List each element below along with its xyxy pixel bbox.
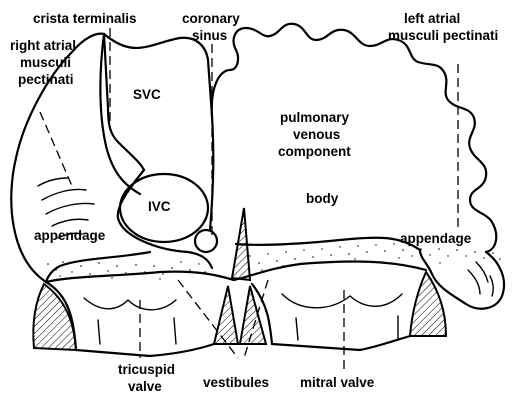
mitral-leaflet-arcs [282,294,402,340]
leader-right-atrial-mp [40,112,72,186]
label-pulmonary-line2: venous [293,127,340,142]
septal-cusp-left [240,286,266,344]
left-vestibule-cusp-right [410,272,446,336]
label-crista-terminalis: crista terminalis [33,11,137,26]
label-mitral-valve: mitral valve [300,375,375,390]
label-left-atrial-mp-line2: musculi pectinati [388,28,498,43]
label-pulmonary-line1: pulmonary [280,110,350,125]
right-atrium-posterior-wall [46,252,150,282]
left-pectinate-marks [468,262,493,296]
label-left-atrial-mp-line1: left atrial [404,11,460,26]
label-appendage-right: appendage [34,228,106,243]
right-vestibule-cusp-left [33,284,76,350]
coronary-sinus-opening [195,230,217,252]
septum-wedge [232,208,250,280]
label-coronary-sinus-line2: sinus [192,28,227,43]
left-atrium-outline [212,24,497,252]
label-coronary-sinus-line1: coronary [182,11,240,26]
septal-cusp-right [214,286,238,344]
label-ivc: IVC [148,199,171,214]
mitral-annulus-arcs [252,284,410,350]
label-appendage-left: appendage [400,231,472,246]
right-atrium-outline [11,34,144,282]
label-svc: SVC [133,87,161,102]
label-vestibules: vestibules [203,375,269,390]
label-pulmonary-line3: component [278,144,351,159]
tricuspid-leaflet-arcs [84,298,176,344]
label-right-atrial-mp-line3: pectinati [18,72,74,87]
label-right-atrial-mp-line2: musculi [20,55,71,70]
label-tricuspid-line1: tricuspid [118,362,175,377]
label-right-atrial-mp-line1: right atrial [10,38,76,53]
label-body: body [306,191,339,206]
label-tricuspid-line2: valve [128,379,162,393]
left-atrium-floor [236,238,420,250]
